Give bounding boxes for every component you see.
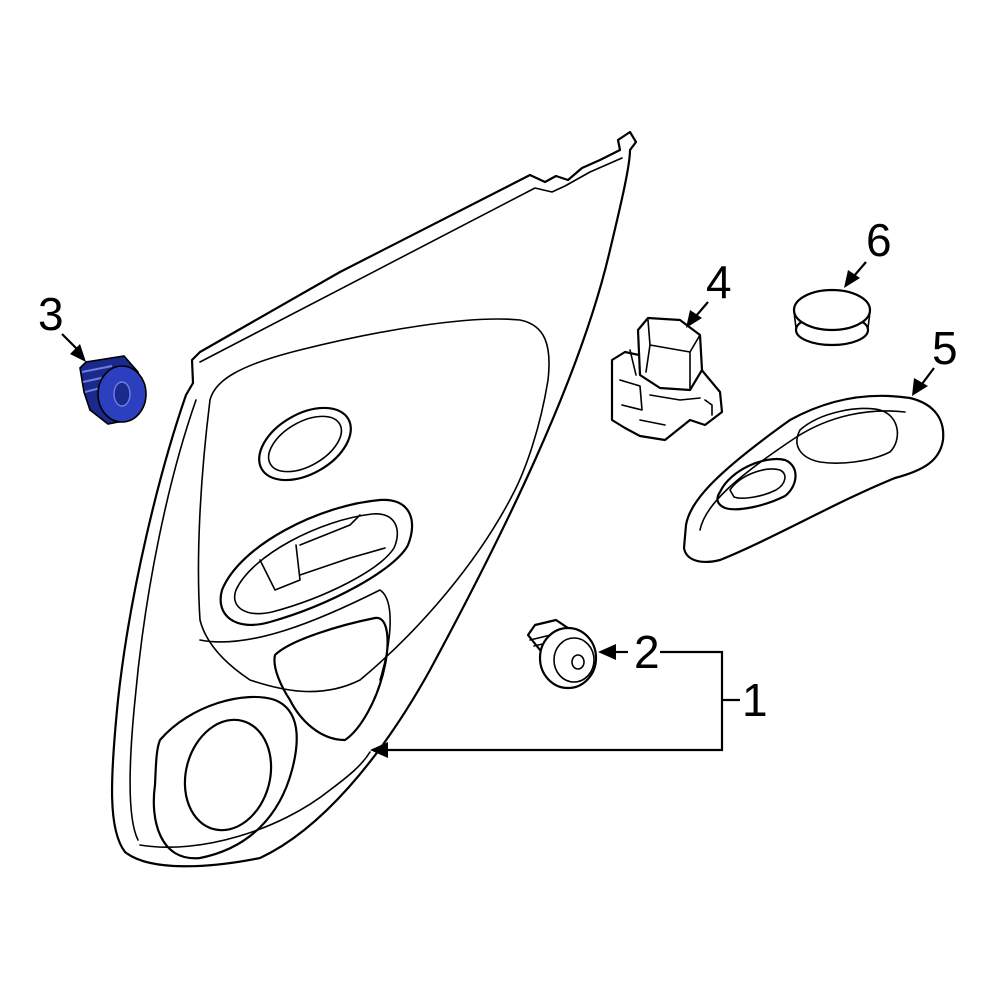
arrow-part-4: [686, 310, 702, 328]
arrow-part-1: [370, 742, 388, 758]
plug-cap-side: [793, 311, 871, 329]
arrow-part-2: [598, 644, 616, 660]
door-armrest-detail: [259, 514, 386, 591]
window-switch-details: [619, 349, 713, 426]
leader-part-4: [695, 301, 709, 317]
door-panel-top-edge: [199, 157, 623, 363]
callout-part-6: 6: [866, 214, 892, 266]
push-clip-flange: [538, 626, 598, 690]
door-upper-handle-ring: [258, 406, 352, 482]
window-switch-button: [636, 316, 704, 392]
door-armrest-sweep: [199, 589, 391, 681]
door-upper-handle-ring-inner: [267, 415, 343, 473]
plug-cap-top: [792, 288, 872, 332]
leader-part-6: [853, 261, 867, 277]
callout-part-3: 3: [38, 288, 64, 340]
switch-bezel-handle-opening: [716, 457, 797, 511]
door-armrest-pull-cup-inner: [233, 513, 399, 615]
leader-part-5: [921, 367, 935, 385]
switch-bezel[interactable]: [682, 394, 945, 564]
door-speaker-surround: [152, 695, 298, 860]
leader-part-3: [61, 333, 79, 351]
push-clip-collar: [553, 637, 595, 683]
arrow-part-5: [912, 378, 928, 396]
door-map-pocket: [273, 616, 389, 742]
push-clip-hole: [571, 654, 585, 670]
arrow-part-6: [844, 270, 860, 288]
arrow-part-3: [70, 344, 86, 362]
door-panel-outline: [110, 130, 638, 868]
retainer-clip-highlighted[interactable]: [79, 355, 147, 425]
door-panel-left-inner-edge: [129, 399, 197, 841]
switch-bezel-switch-recess: [796, 407, 899, 464]
callout-part-4: 4: [706, 256, 732, 308]
callout-part-2: 2: [634, 626, 660, 678]
retainer-clip-hole: [113, 381, 131, 407]
door-armrest-pull-cup: [219, 498, 414, 627]
window-switch[interactable]: [610, 316, 724, 442]
window-switch-button-face: [645, 319, 701, 389]
callout-labels: 1 2 3 4 5 6: [38, 214, 958, 726]
push-clip[interactable]: [526, 618, 598, 690]
door-speaker-grille: [183, 718, 273, 832]
door-trim-panel[interactable]: [110, 130, 638, 868]
door-panel-bottom-rail: [139, 751, 371, 848]
plug-cap[interactable]: [792, 288, 872, 347]
leader-lines: [61, 261, 935, 758]
door-panel-inner-recess: [197, 318, 550, 693]
switch-bezel-rim: [699, 410, 906, 531]
switch-bezel-outline: [682, 394, 945, 564]
switch-bezel-handle-opening-inner: [729, 468, 786, 499]
callout-part-1: 1: [742, 674, 768, 726]
callout-part-5: 5: [932, 322, 958, 374]
